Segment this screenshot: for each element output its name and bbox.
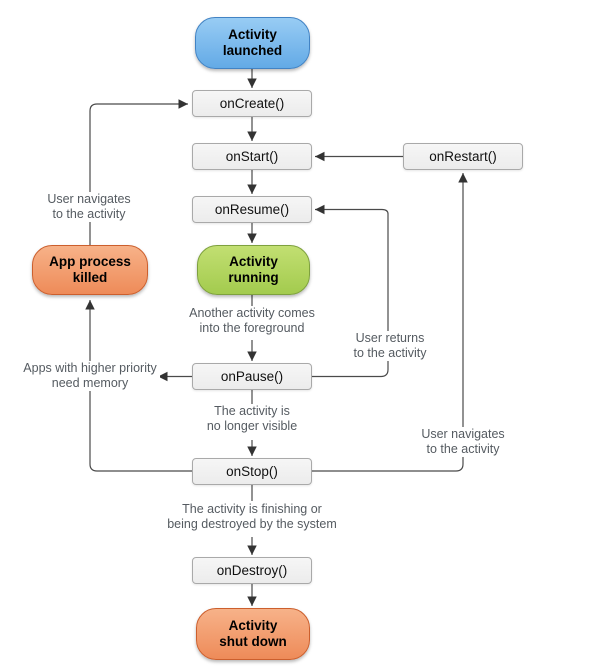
- node-onstop: onStop(): [192, 458, 312, 485]
- annotation-user-navigates-right: User navigates to the activity: [408, 427, 518, 457]
- annotation-user-navigates-left: User navigates to the activity: [34, 192, 144, 222]
- arrow-onstop-to-onrestart: [312, 173, 468, 472]
- arrow-killed-to-oncreate: [89, 99, 188, 245]
- annotation-activity-finishing: The activity is finishing or being destr…: [152, 502, 352, 532]
- node-activity-launched: Activity launched: [195, 17, 310, 69]
- annotation-another-activity-foreground: Another activity comes into the foregrou…: [177, 306, 327, 336]
- node-onresume: onResume(): [192, 196, 312, 223]
- node-onstart: onStart(): [192, 143, 312, 170]
- arrow-onstop-to-killed: [85, 300, 192, 472]
- node-app-process-killed: App process killed: [32, 245, 148, 295]
- node-ondestroy: onDestroy(): [192, 557, 312, 584]
- node-onrestart: onRestart(): [403, 143, 523, 170]
- node-onpause: onPause(): [192, 363, 312, 390]
- annotation-no-longer-visible: The activity is no longer visible: [192, 404, 312, 434]
- node-oncreate: onCreate(): [192, 90, 312, 117]
- node-activity-shut-down: Activity shut down: [196, 608, 310, 660]
- arrow-onpause-to-onresume: [312, 204, 389, 378]
- annotation-user-returns: User returns to the activity: [345, 331, 435, 361]
- node-activity-running: Activity running: [197, 245, 310, 295]
- annotation-apps-higher-priority: Apps with higher priority need memory: [20, 361, 160, 391]
